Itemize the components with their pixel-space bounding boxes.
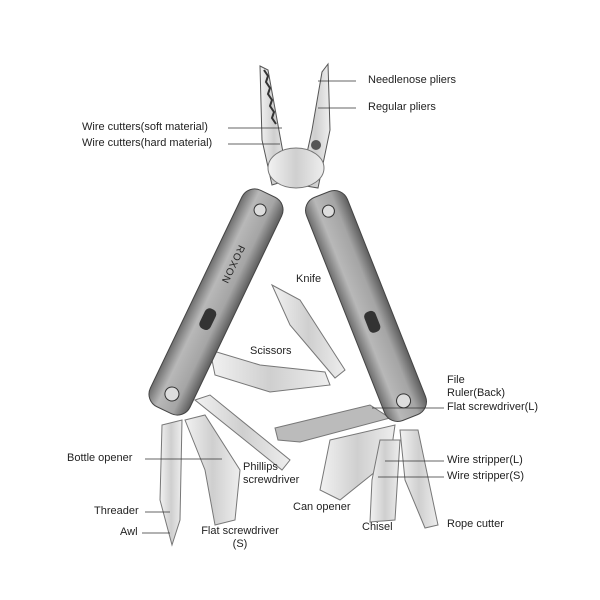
knife-blade (270, 283, 346, 379)
label-flat-screwdriver-s-1: Flat screwdriver (201, 525, 279, 537)
label-bottle-opener: Bottle opener (67, 452, 133, 464)
label-flat-screwdriver-l: Flat screwdriver(L) (447, 401, 539, 413)
scissors-blade (209, 349, 331, 393)
pivot (267, 147, 325, 189)
left-handle: ROXON (148, 188, 284, 416)
right-handle (305, 189, 427, 423)
label-scissors: Scissors (250, 345, 292, 357)
pivot-screw (311, 140, 321, 150)
bottle-opener-blade (184, 414, 241, 526)
chisel-blade (369, 439, 401, 523)
label-flat-screwdriver-s-2: (S) (232, 538, 248, 550)
awl-blade (159, 419, 183, 547)
label-threader: Threader (94, 505, 139, 517)
label-wire-cutters-soft: Wire cutters(soft material) (82, 121, 208, 133)
can-opener-blade (319, 424, 396, 501)
phillips-blade (193, 394, 291, 471)
label-chisel: Chisel (362, 521, 393, 533)
jaw-teeth (263, 69, 277, 125)
rope-cutter-blade (399, 429, 439, 529)
label-file: File (447, 374, 465, 386)
label-phillips-1: Phillips (243, 461, 278, 473)
label-wire-stripper-s: Wire stripper(S) (447, 470, 525, 482)
label-wire-stripper-l: Wire stripper(L) (447, 454, 523, 466)
file-blade (274, 404, 392, 443)
label-rope-cutter: Rope cutter (447, 518, 504, 530)
label-wire-cutters-hard: Wire cutters(hard material) (82, 137, 213, 149)
label-awl: Awl (120, 526, 138, 538)
leader-lines (142, 80, 444, 534)
label-can-opener: Can opener (293, 501, 351, 513)
label-knife: Knife (296, 273, 322, 285)
label-phillips-2: screwdriver (243, 474, 300, 486)
label-needlenose-pliers: Needlenose pliers (368, 74, 457, 86)
label-ruler-back: Ruler(Back) (447, 387, 506, 399)
label-regular-pliers: Regular pliers (368, 101, 436, 113)
